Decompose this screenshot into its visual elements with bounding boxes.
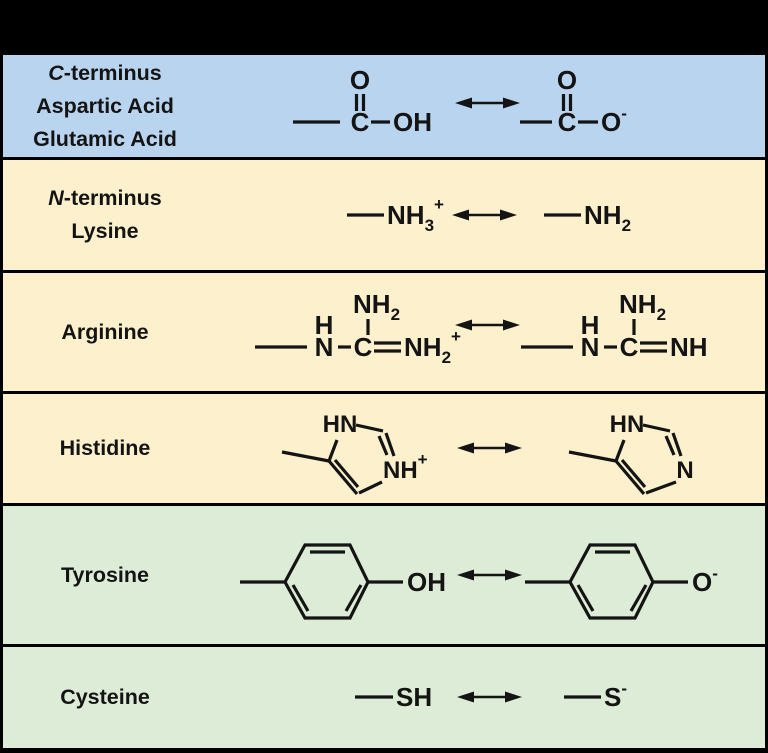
- equilibrium-arrow: [455, 97, 520, 109]
- row-label-amine: N-terminus Lysine: [3, 160, 207, 270]
- ring-n: N: [676, 457, 693, 484]
- label-tyrosine: Tyrosine: [60, 562, 149, 587]
- nitrogen-atom: N: [581, 332, 600, 362]
- carboxylate-structure: O C O-: [520, 65, 627, 137]
- row-tyrosine: Tyrosine OH: [3, 506, 765, 644]
- thiol-group: SH: [396, 682, 432, 712]
- row-histidine: Histidine HN NH+: [3, 394, 765, 503]
- row-carboxyl: C-terminus Aspartic Acid Glutamic Acid O…: [3, 55, 765, 157]
- equilibrium-arrow: [457, 442, 522, 454]
- label-histidine: Histidine: [59, 436, 151, 460]
- hydroxyl-group: OH: [407, 567, 446, 597]
- amine-structure: NH2: [544, 200, 631, 235]
- oxygen-atom: O: [350, 65, 370, 95]
- iminium-group: NH2+: [404, 327, 461, 367]
- hydrogen-atom: H: [581, 310, 600, 340]
- carbon-atom: C: [351, 107, 370, 137]
- imidazolium-structure: HN NH+: [281, 411, 428, 496]
- phenol-structure: OH: [240, 543, 446, 620]
- ammonium-structure: NH3+: [347, 195, 444, 235]
- carboxylic-acid-structure: O C OH: [293, 65, 432, 137]
- row-label-tyrosine: Tyrosine: [3, 506, 207, 644]
- oxide-anion-group: O-: [601, 104, 627, 137]
- top-black-band: [0, 0, 768, 52]
- nitrogen-atom: N: [315, 332, 334, 362]
- guanidine-structure: NH2 H N C NH: [521, 289, 708, 362]
- oxygen-atom: O: [557, 65, 577, 95]
- equilibrium-arrow: [457, 569, 522, 581]
- row-cysteine: Cysteine SH S-: [3, 647, 765, 748]
- carbon-atom: C: [558, 107, 577, 137]
- ring-nh-plus: NH+: [383, 450, 428, 484]
- structures-tyrosine: OH O-: [207, 506, 765, 644]
- equilibrium-arrow: [452, 209, 517, 221]
- amino-group-top: NH2: [353, 289, 400, 324]
- imine-group: NH: [670, 332, 708, 362]
- row-amine: N-terminus Lysine NH3+ NH2: [3, 160, 765, 270]
- label-cysteine: Cysteine: [60, 685, 150, 709]
- ammonium-group: NH3+: [387, 195, 444, 235]
- thiolate-structure: S-: [564, 679, 627, 712]
- row-label-cysteine: Cysteine: [3, 647, 207, 748]
- equilibrium-arrow: [457, 691, 522, 703]
- thiol-structure: SH: [355, 682, 432, 712]
- row-label-carboxyl: C-terminus Aspartic Acid Glutamic Acid: [3, 55, 207, 157]
- imidazole-structure: HN N: [568, 411, 694, 496]
- carbon-atom: C: [354, 332, 373, 362]
- label-aspartic-acid: Aspartic Acid: [36, 93, 174, 118]
- structures-carboxyl: O C OH O C O-: [207, 55, 765, 157]
- guanidinium-structure: NH2 H N C NH2+: [255, 289, 461, 367]
- thiolate-group: S-: [604, 679, 627, 712]
- ionizable-groups-table: C-terminus Aspartic Acid Glutamic Acid O…: [0, 52, 768, 751]
- structures-histidine: HN NH+ HN: [207, 394, 765, 503]
- hydroxyl-group: OH: [393, 107, 432, 137]
- structures-amine: NH3+ NH2: [207, 160, 765, 270]
- label-lysine: Lysine: [71, 219, 139, 243]
- carbon-atom: C: [620, 332, 639, 362]
- phenolate-structure: O-: [525, 543, 718, 620]
- row-arginine: Arginine NH2 H N C NH2+: [3, 273, 765, 391]
- row-label-arginine: Arginine: [3, 273, 207, 391]
- label-glutamic-acid: Glutamic Acid: [33, 126, 177, 151]
- label-arginine: Arginine: [61, 319, 149, 344]
- equilibrium-arrow: [455, 319, 520, 331]
- amino-group-top: NH2: [619, 289, 666, 324]
- hydrogen-atom: H: [315, 310, 334, 340]
- amine-group: NH2: [584, 200, 631, 235]
- ring-nh-top: HN: [323, 411, 358, 438]
- row-label-histidine: Histidine: [3, 394, 207, 503]
- oxide-anion-group: O-: [692, 564, 718, 597]
- ring-nh-top: HN: [610, 411, 645, 438]
- structures-arginine: NH2 H N C NH2+ NH2: [207, 273, 765, 391]
- label-c-terminus: C-terminus: [48, 60, 162, 85]
- label-n-terminus: N-terminus: [48, 186, 162, 210]
- structures-cysteine: SH S-: [207, 647, 765, 748]
